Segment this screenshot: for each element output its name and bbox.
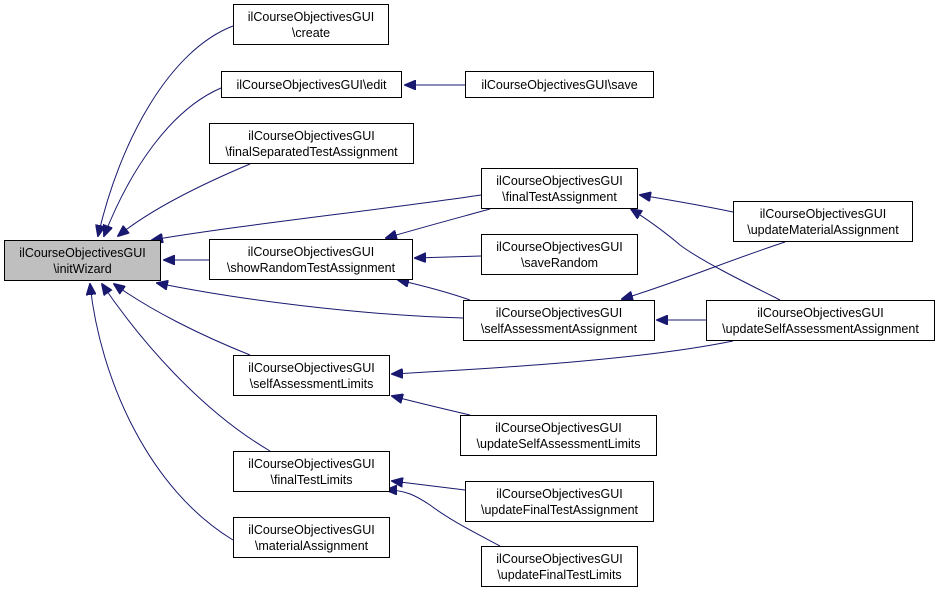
edge-create-to-initWizard [98, 25, 234, 236]
node-final-test-assignment[interactable]: ilCourseObjectivesGUI \finalTestAssignme… [481, 168, 638, 209]
node-class-label: ilCourseObjectivesGUI [248, 456, 375, 471]
node-class-label: ilCourseObjectivesGUI [247, 9, 375, 24]
edge-updateMaterialAssignment-to-finalTestAssignment [640, 195, 734, 213]
node-save-random[interactable]: ilCourseObjectivesGUI \saveRandom [481, 234, 638, 275]
edge-selfAssessmentAssignment-to-initWizard [157, 283, 464, 319]
node-method-label: \finalSeparatedTestAssignment [225, 144, 398, 159]
node-edit[interactable]: ilCourseObjectivesGUI\edit [221, 71, 402, 98]
edge-updateSelfAssessmentAssignment-to-finalTestAssignment [631, 209, 781, 301]
edge-updateFinalTestAssignment-to-finalTestLimits [392, 481, 466, 491]
node-method-label: \updateFinalTestAssignment [480, 502, 639, 517]
node-method-label: \showRandomTestAssignment [226, 260, 396, 275]
node-class-label: ilCourseObjectivesGUI [757, 305, 884, 320]
edge-selfAssessmentLimits-to-initWizard [114, 284, 251, 356]
node-update-final-test-limits[interactable]: ilCourseObjectivesGUI \updateFinalTestLi… [481, 546, 638, 587]
node-class-label: ilCourseObjectivesGUI [496, 486, 623, 501]
node-create[interactable]: ilCourseObjectivesGUI \create [233, 4, 389, 45]
node-class-label: ilCourseObjectivesGUI [496, 239, 623, 254]
edge-selfAssessmentAssignment-to-showRandomTestAssignment [398, 280, 471, 301]
edge-updateMaterialAssignment-to-selfAssessmentAssignment [622, 241, 786, 299]
node-class-label: ilCourseObjectivesGUI [495, 305, 623, 320]
node-method-label: \materialAssignment [254, 538, 369, 553]
edge-updateSelfAssessmentAssignment-to-selfAssessmentLimits [392, 340, 734, 374]
edge-materialAssignment-to-initWizard [90, 284, 234, 541]
node-method-label: \saveRandom [520, 255, 599, 270]
edge-updateFinalTestLimits-to-finalTestLimits [386, 490, 501, 547]
node-method-label: \selfAssessmentAssignment [480, 321, 638, 336]
node-method-label: \updateMaterialAssignment [747, 222, 899, 237]
edge-finalTestLimits-to-initWizard [102, 284, 271, 452]
node-class-label: ilCourseObjectivesGUI [248, 522, 375, 537]
node-method-label: \finalTestLimits [270, 472, 353, 487]
edge-updateSelfAssessmentLimits-to-selfAssessmentLimits [392, 396, 471, 416]
node-update-self-assessment-assignment[interactable]: ilCourseObjectivesGUI \updateSelfAssessm… [706, 300, 935, 341]
edge-saveRandom-to-showRandomTestAssignment [415, 256, 482, 258]
node-class-label: ilCourseObjectivesGUI [759, 206, 887, 221]
node-update-final-test-assignment[interactable]: ilCourseObjectivesGUI \updateFinalTestAs… [465, 481, 654, 522]
node-class-label: ilCourseObjectivesGUI [496, 551, 623, 566]
node-save[interactable]: ilCourseObjectivesGUI\save [465, 71, 654, 98]
node-method-label: \initWizard [53, 261, 112, 276]
node-method-label: \updateFinalTestLimits [497, 567, 622, 582]
edge-finalTestAssignment-to-initWizard [152, 194, 482, 240]
node-class-label: ilCourseObjectivesGUI [248, 360, 375, 375]
node-method-label: \updateSelfAssessmentLimits [476, 436, 641, 451]
node-method-label: \selfAssessmentLimits [249, 376, 374, 391]
node-label: ilCourseObjectivesGUI\save [481, 77, 638, 92]
node-class-label: ilCourseObjectivesGUI [495, 420, 622, 435]
node-method-label: \create [291, 25, 331, 40]
node-update-self-assessment-limits[interactable]: ilCourseObjectivesGUI \updateSelfAssessm… [460, 415, 657, 456]
node-class-label: ilCourseObjectivesGUI [248, 128, 375, 143]
node-class-label: ilCourseObjectivesGUI [247, 244, 375, 259]
node-class-label: ilCourseObjectivesGUI [496, 173, 623, 188]
node-material-assignment[interactable]: ilCourseObjectivesGUI \materialAssignmen… [233, 517, 390, 558]
node-update-material-assignment[interactable]: ilCourseObjectivesGUI \updateMaterialAss… [733, 201, 913, 242]
node-init-wizard[interactable]: ilCourseObjectivesGUI \initWizard [4, 240, 161, 281]
node-method-label: \updateSelfAssessmentAssignment [722, 321, 919, 336]
node-class-label: ilCourseObjectivesGUI [19, 245, 146, 260]
edge-finalSeparatedTestAssignment-to-initWizard [118, 163, 251, 236]
node-self-assessment-assignment[interactable]: ilCourseObjectivesGUI \selfAssessmentAss… [463, 300, 655, 341]
node-show-random-test-assignment[interactable]: ilCourseObjectivesGUI \showRandomTestAss… [209, 239, 413, 280]
node-final-test-limits[interactable]: ilCourseObjectivesGUI \finalTestLimits [233, 451, 390, 492]
edge-edit-to-initWizard [104, 87, 222, 236]
node-final-separated-test-assignment[interactable]: ilCourseObjectivesGUI \finalSeparatedTes… [209, 123, 414, 164]
edge-finalTestAssignment-to-showRandomTestAssignment [386, 208, 491, 238]
node-self-assessment-limits[interactable]: ilCourseObjectivesGUI \selfAssessmentLim… [233, 355, 390, 396]
node-label: ilCourseObjectivesGUI\edit [236, 77, 387, 92]
node-method-label: \finalTestAssignment [502, 189, 617, 204]
